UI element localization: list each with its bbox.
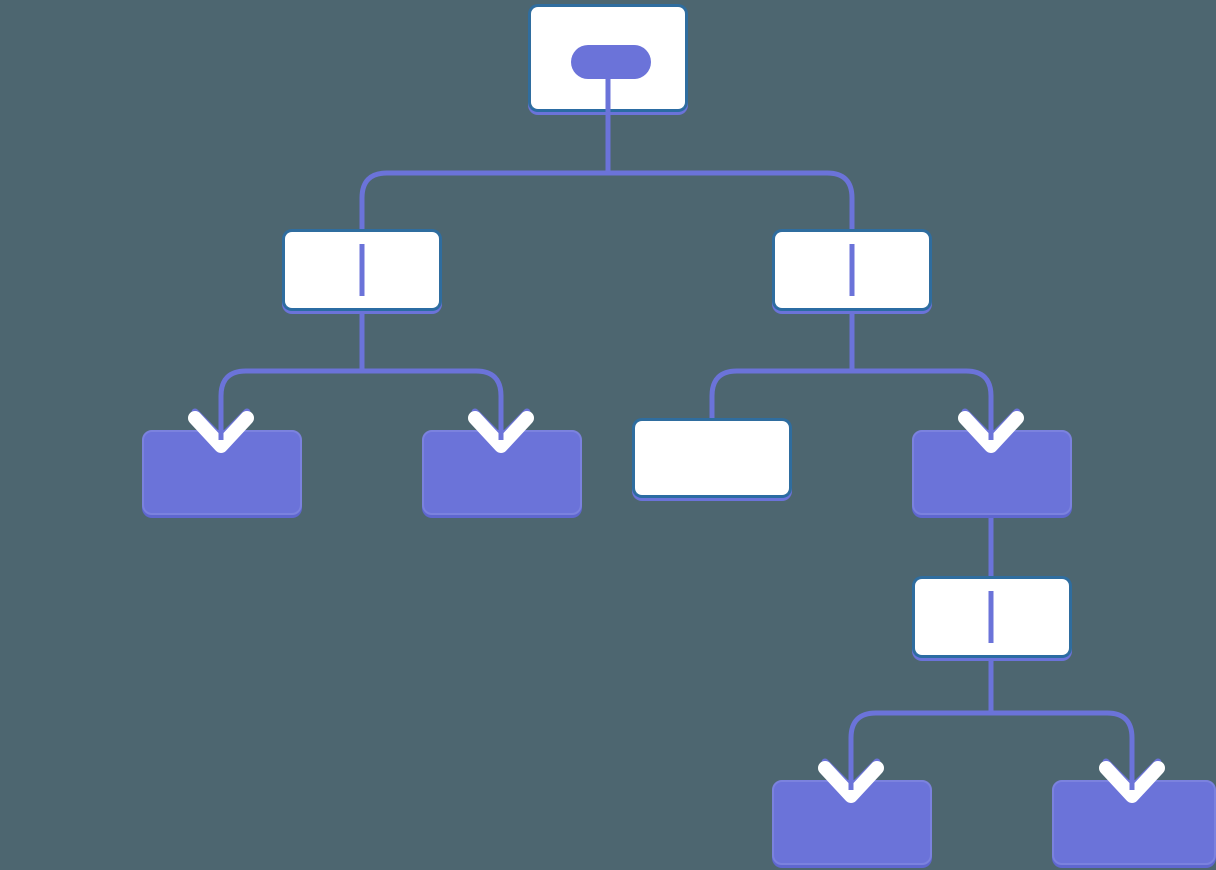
node-leaf-c-plain[interactable] [632, 418, 792, 498]
node-leaf-a[interactable] [142, 430, 302, 515]
node-branch-d[interactable] [912, 430, 1072, 515]
node-leaf-f[interactable] [1052, 780, 1216, 865]
node-level1-right[interactable] [772, 229, 932, 311]
node-root[interactable] [528, 4, 688, 112]
root-pill-badge [571, 45, 651, 79]
node-level1-left[interactable] [282, 229, 442, 311]
node-leaf-b[interactable] [422, 430, 582, 515]
node-leaf-e[interactable] [772, 780, 932, 865]
node-level3-right[interactable] [912, 576, 1072, 658]
